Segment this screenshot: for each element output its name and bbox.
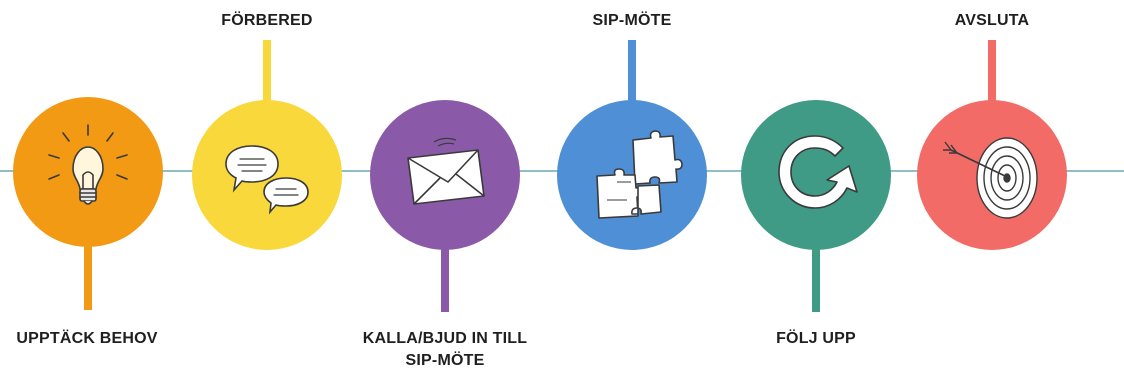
step-circle-folj [741, 100, 891, 250]
step-circle-avsluta [917, 100, 1067, 250]
envelope-icon [407, 137, 485, 205]
stem-sip [628, 40, 636, 110]
step-label-upptack: UPPTÄCK BEHOV [16, 330, 158, 347]
stem-kalla [441, 240, 449, 312]
step-label-folj: FÖLJ UPP [776, 330, 856, 347]
step-circle-upptack [13, 97, 163, 247]
step-label-kalla-line1: KALLA/BJUD IN TILL [362, 330, 528, 347]
step-circle-sip [557, 100, 707, 250]
cycle-arrow-icon [778, 135, 858, 209]
step-label-kalla: KALLA/BJUD IN TILL SIP-MÖTE [350, 328, 540, 372]
stem-forbered [263, 40, 271, 110]
puzzle-icon [596, 130, 683, 219]
lightbulb-icon [48, 124, 128, 205]
step-label-sip: SIP-MÖTE [592, 12, 672, 29]
step-label-forbered: FÖRBERED [221, 12, 313, 29]
step-label-kalla-line2: SIP-MÖTE [405, 352, 485, 369]
target-icon [943, 137, 1038, 219]
speech-bubbles-icon [225, 145, 309, 215]
step-circle-kalla [370, 100, 520, 250]
step-circle-forbered [192, 100, 342, 250]
step-label-avsluta: AVSLUTA [954, 12, 1030, 29]
stem-folj [812, 240, 820, 312]
stem-avsluta [988, 40, 996, 110]
stem-upptack [84, 230, 92, 310]
